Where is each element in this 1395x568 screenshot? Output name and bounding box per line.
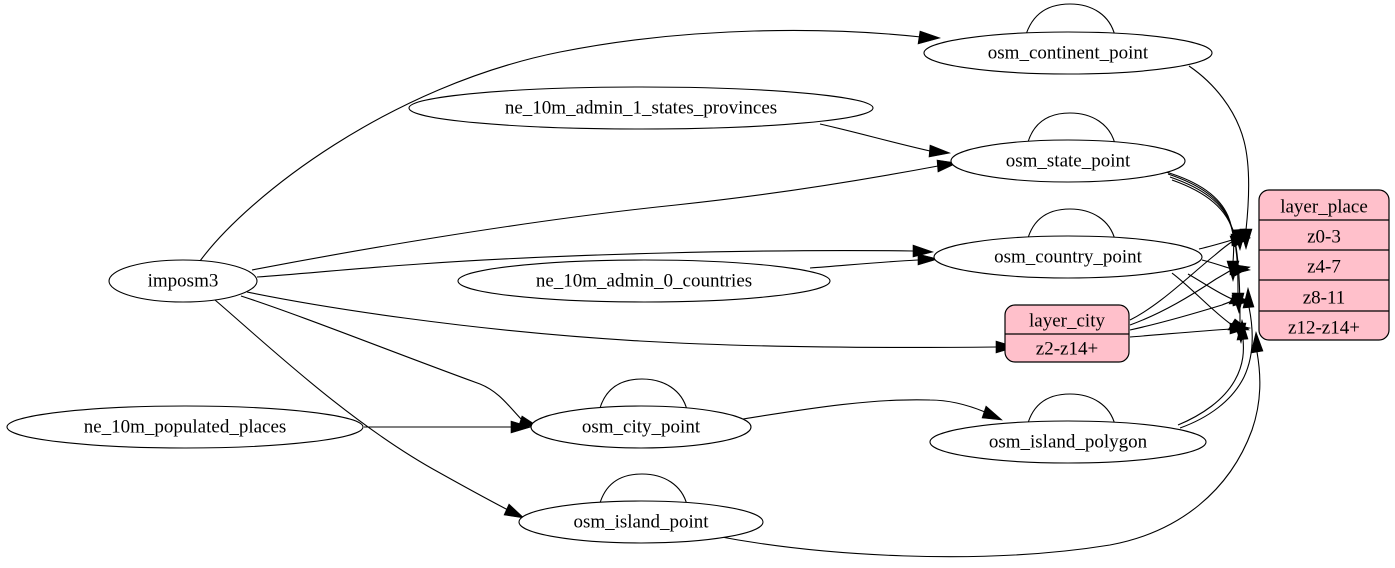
edge-osm_city_point-to-osm_island_polygon (742, 399, 1003, 421)
edge-layer_city-to-layer_place-z12-z14 (1129, 322, 1252, 338)
edge-ne_populated_places-to-osm_city_point (364, 420, 533, 434)
edge-layer_city-to-layer_place-z8-11 (1129, 294, 1253, 331)
node-osm_continent_point[interactable]: osm_continent_point (923, 31, 1213, 75)
node-osm_country_point[interactable]: osm_country_point (933, 235, 1203, 279)
edge-osm_island_polygon-to-layer_place-z8-11 (1179, 286, 1255, 429)
edge-osm_island_polygon-to-layer_place-z12-z14 (1177, 318, 1249, 426)
edge-imposm3-to-osm_state_point (251, 159, 959, 271)
edge-ne_admin_0-to-osm_country_point (809, 253, 940, 269)
layer_place-body (1258, 189, 1390, 341)
node-ne_10m_admin_1_states_provinces[interactable]: ne_10m_admin_1_states_provinces (408, 86, 874, 130)
edge-layer_city-to-layer_place-z4-7 (1129, 263, 1251, 326)
node-osm_island_point[interactable]: osm_island_point (518, 500, 764, 544)
record-node-layer_place[interactable]: layer_place z0-3 z4-7 z8-11 z12-z14+ (1258, 189, 1390, 341)
edge-imposm3-to-osm_continent_point (199, 29, 942, 262)
edge-ne_admin_1-to-osm_state_point (819, 123, 952, 158)
node-imposm3[interactable]: imposm3 (108, 259, 258, 303)
edge-imposm3-to-osm_island_point (214, 299, 525, 519)
node-osm_city_point[interactable]: osm_city_point (530, 405, 752, 449)
node-ne_10m_populated_places[interactable]: ne_10m_populated_places (6, 405, 364, 449)
edge-osm_island_point-to-layer_place-z12-z14 (715, 330, 1264, 558)
node-layer: imposm3 ne_10m_admin_1_states_provinces … (6, 31, 1213, 544)
record-node-layer_city[interactable]: layer_city z2-z14+ (1004, 304, 1130, 363)
node-ne_10m_admin_0_countries[interactable]: ne_10m_admin_0_countries (457, 259, 831, 303)
edge-layer_city-to-layer_place-z0-3 (1129, 235, 1251, 321)
node-osm_island_polygon[interactable]: osm_island_polygon (929, 420, 1207, 464)
edge-osm_continent_point-to-layer_place-z0-3 (1188, 65, 1253, 251)
node-osm_state_point[interactable]: osm_state_point (950, 139, 1186, 183)
